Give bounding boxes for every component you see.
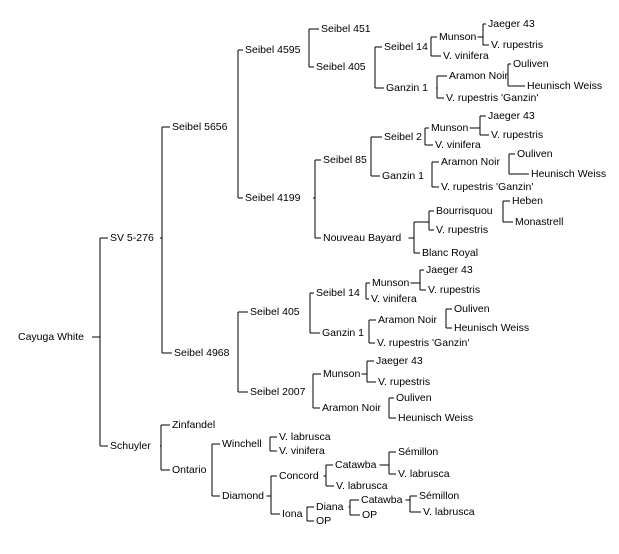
cultivar-label: Seibel 451 <box>321 23 371 35</box>
cultivar-label: Heunisch Weiss <box>531 168 606 180</box>
cultivar-label: Munson <box>323 368 361 380</box>
cultivar-label: V. rupestris <box>491 129 543 141</box>
cultivar-label: OP <box>316 515 331 527</box>
cultivar-label: Seibel 2007 <box>250 386 306 398</box>
cultivar-label: V. vinifera <box>443 50 489 62</box>
cultivar-label: Seibel 4199 <box>245 192 301 204</box>
cultivar-label: Aramon Noir <box>441 156 500 168</box>
cultivar-label: Heunisch Weiss <box>398 412 473 424</box>
cultivar-label: Ouliven <box>454 303 490 315</box>
cultivar-label: OP <box>362 509 377 521</box>
cultivar-label: Catawba <box>361 494 403 506</box>
cultivar-label: V. labrusca <box>336 480 388 492</box>
cultivar-label: Seibel 14 <box>316 287 360 299</box>
cultivar-label: Monastrell <box>515 216 563 228</box>
cultivar-label: Seibel 405 <box>316 61 366 73</box>
cultivar-label: V. vinifera <box>435 139 481 151</box>
cultivar-label: Cayuga White <box>18 331 84 343</box>
cultivar-label: Ouliven <box>513 58 549 70</box>
cultivar-label: Concord <box>279 470 319 482</box>
cultivar-label: Diana <box>316 501 344 513</box>
cultivar-label: Ganzin 1 <box>386 82 428 94</box>
cultivar-label: V. labrusca <box>398 468 450 480</box>
cultivar-label: Seibel 2 <box>384 131 422 143</box>
cultivar-label: Seibel 85 <box>323 154 367 166</box>
cultivar-label: Blanc Royal <box>422 247 478 259</box>
cultivar-label: V. rupestris <box>428 284 480 296</box>
cultivar-label: Sémillon <box>419 490 459 502</box>
cultivar-label: SV 5-276 <box>110 232 154 244</box>
cultivar-label: Heben <box>512 195 543 207</box>
cultivar-label: Nouveau Bayard <box>323 232 401 244</box>
cultivar-label: V. rupestris <box>491 39 543 51</box>
cultivar-label: Ontario <box>172 464 207 476</box>
cultivar-label: Seibel 5656 <box>172 121 228 133</box>
tree-labels: Cayuga White SV 5-276 Seibel 5656 Seibel 45… <box>18 18 606 527</box>
cultivar-label: Diamond <box>222 490 264 502</box>
tree-connectors <box>91 23 529 522</box>
cultivar-label: Heunisch Weiss <box>454 322 529 334</box>
cultivar-label: Jaeger 43 <box>488 18 535 30</box>
cultivar-label: V. rupestris 'Ganzin' <box>377 337 469 349</box>
cultivar-label: V. labrusca <box>279 431 331 443</box>
cultivar-label: Iona <box>282 508 303 520</box>
cultivar-label: V. vinifera <box>371 293 417 305</box>
cultivar-label: Bourrisquou <box>436 205 493 217</box>
cultivar-label: Seibel 4595 <box>245 44 301 56</box>
cultivar-label: V. rupestris 'Ganzin' <box>446 92 538 104</box>
cultivar-label: Ganzin 1 <box>382 170 424 182</box>
cultivar-label: Aramon Noir <box>378 314 437 326</box>
cultivar-label: Catawba <box>335 459 377 471</box>
cultivar-label: Ganzin 1 <box>322 327 364 339</box>
cultivar-label: V. labrusca <box>423 506 475 518</box>
cultivar-label: Winchell <box>222 438 262 450</box>
cultivar-label: Seibel 14 <box>384 41 428 53</box>
cultivar-label: Aramon Noir <box>322 402 381 414</box>
cultivar-label: V. rupestris <box>378 376 430 388</box>
cultivar-label: Zinfandel <box>172 419 215 431</box>
cultivar-label: Sémillon <box>398 446 438 458</box>
cultivar-label: V. rupestris 'Ganzin' <box>441 181 533 193</box>
cultivar-label: V. rupestris <box>436 224 488 236</box>
cultivar-label: Seibel 405 <box>250 306 300 318</box>
cultivar-label: Jaeger 43 <box>488 110 535 122</box>
cultivar-label: Munson <box>372 277 410 289</box>
cultivar-label: Ouliven <box>517 148 553 160</box>
cultivar-label: V. vinifera <box>279 445 325 457</box>
cultivar-label: Jaeger 43 <box>376 355 423 367</box>
cultivar-label: Munson <box>431 122 469 134</box>
cultivar-label: Schuyler <box>110 440 151 452</box>
cultivar-label: Aramon Noir <box>449 70 508 82</box>
cultivar-label: Seibel 4968 <box>174 347 230 359</box>
cultivar-label: Heunisch Weiss <box>527 80 602 92</box>
cultivar-label: Munson <box>439 31 477 43</box>
cultivar-label: Jaeger 43 <box>426 264 473 276</box>
cultivar-label: Ouliven <box>396 392 432 404</box>
